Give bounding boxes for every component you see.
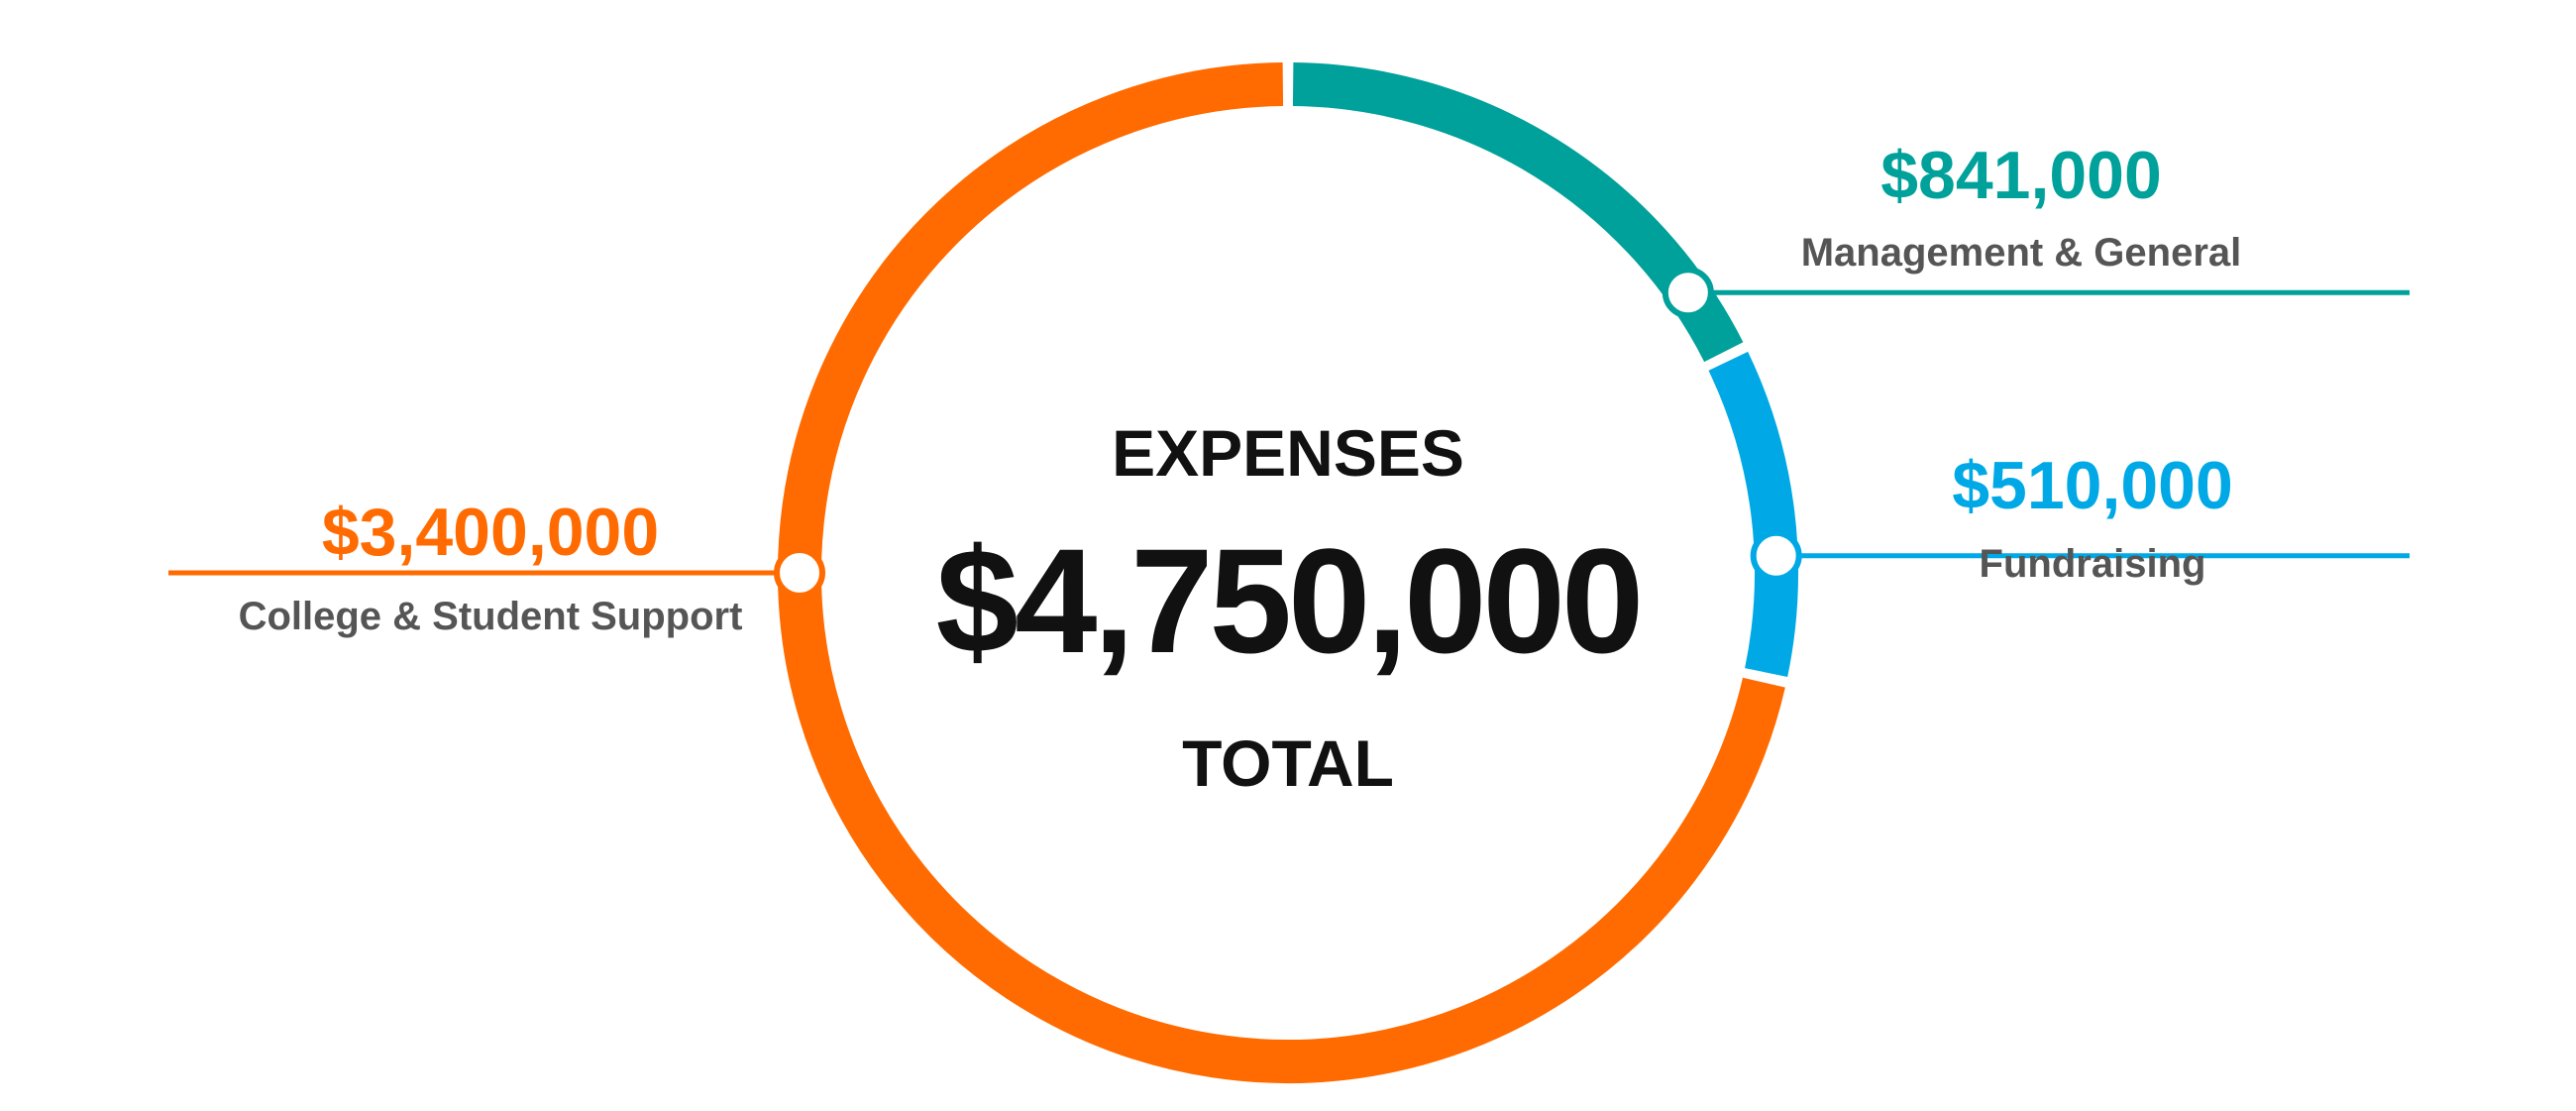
callout-marker-college-and-student-support xyxy=(774,547,825,599)
center-heading: EXPENSES xyxy=(1112,416,1464,490)
callout-label-college-and-student-support: College & Student Support xyxy=(239,595,743,638)
donut-slice-fundraising xyxy=(1708,351,1798,678)
callout-marker-management-and-general xyxy=(1662,267,1714,319)
callout-value-fundraising: $510,000 xyxy=(1952,448,2233,523)
donut-slice-management-and-general xyxy=(1292,62,1744,363)
callout-value-college-and-student-support: $3,400,000 xyxy=(322,495,659,570)
center-footer: TOTAL xyxy=(1182,726,1394,800)
callout-label-management-and-general: Management & General xyxy=(1801,231,2242,275)
center-total-value: $4,750,000 xyxy=(936,517,1641,684)
callout-label-fundraising: Fundraising xyxy=(1980,542,2206,586)
callout-marker-fundraising xyxy=(1750,529,1802,582)
callout-value-management-and-general: $841,000 xyxy=(1880,138,2162,213)
donut-slice-college-and-student-support xyxy=(778,62,1785,1083)
